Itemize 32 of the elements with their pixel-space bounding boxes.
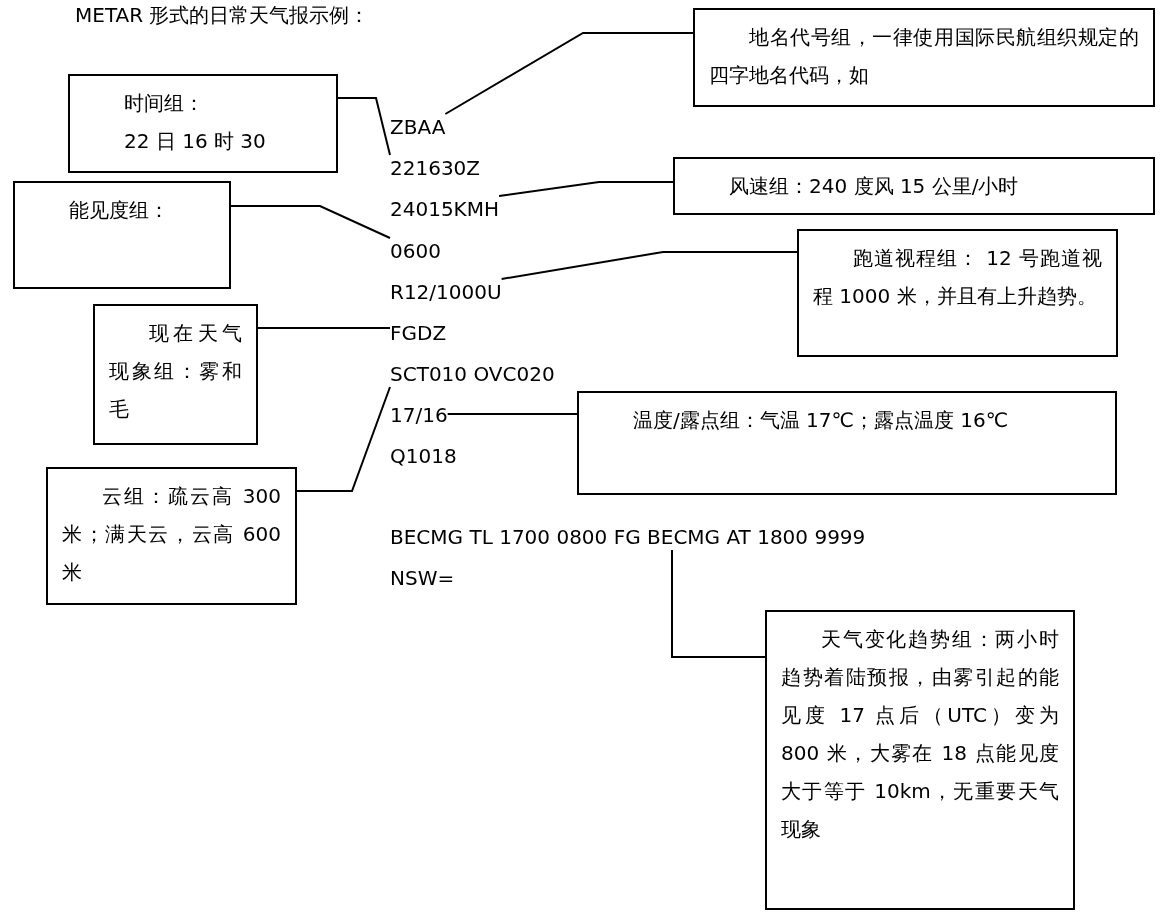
metar-code-group: 17/16 [390,402,448,428]
metar-code-group: Q1018 [390,443,457,469]
callout-text: 22 日 16 时 30 [123,128,267,155]
leader-line [230,205,391,239]
callout-box: 能见度组： [13,181,231,289]
metar-code-group: BECMG TL 1700 0800 FG BECMG AT 1800 9999 [390,524,866,550]
leader-line [671,549,766,658]
leader-line [337,97,391,156]
leader-line [498,181,674,197]
metar-code-group: ZBAA [390,114,446,140]
callout-box: 地名代号组，一律使用国际民航组织规定的四字地名代码，如 [693,8,1155,107]
leader-line [446,413,578,415]
leader-line [500,251,798,280]
metar-code-group: 221630Z [390,155,481,181]
metar-code-group: 0600 [390,238,441,264]
metar-code-group: SCT010 OVC020 [390,361,555,387]
leader-line [257,327,391,329]
callout-box [68,74,338,173]
callout-box: 风速组：240 度风 15 公里/小时 [673,157,1155,215]
leader-line [296,386,391,492]
metar-code-group: NSW= [390,565,455,591]
callout-heading: 时间组： [123,90,205,117]
metar-code-group: 24015KMH [390,196,500,222]
callout-box: 现在天气现象组：雾和毛 [93,304,258,445]
metar-code-group: FGDZ [390,320,447,346]
callout-box: 跑道视程组： 12 号跑道视程 1000 米，并且有上升趋势。 [797,229,1118,357]
callout-box: 天气变化趋势组：两小时趋势着陆预报，由雾引起的能见度 17 点后（UTC）变为 800 米，大雾在 18 点能见度大于等于 10km，无重要天气现象 [765,610,1075,910]
leader-line [444,32,694,115]
title: METAR 形式的日常天气报示例： [75,2,370,29]
callout-box: 云组：疏云高 300 米；满天云，云高 600 米 [46,467,297,605]
metar-code-group: R12/1000U [390,279,502,305]
callout-box: 温度/露点组：气温 17℃；露点温度 16℃ [577,391,1117,495]
